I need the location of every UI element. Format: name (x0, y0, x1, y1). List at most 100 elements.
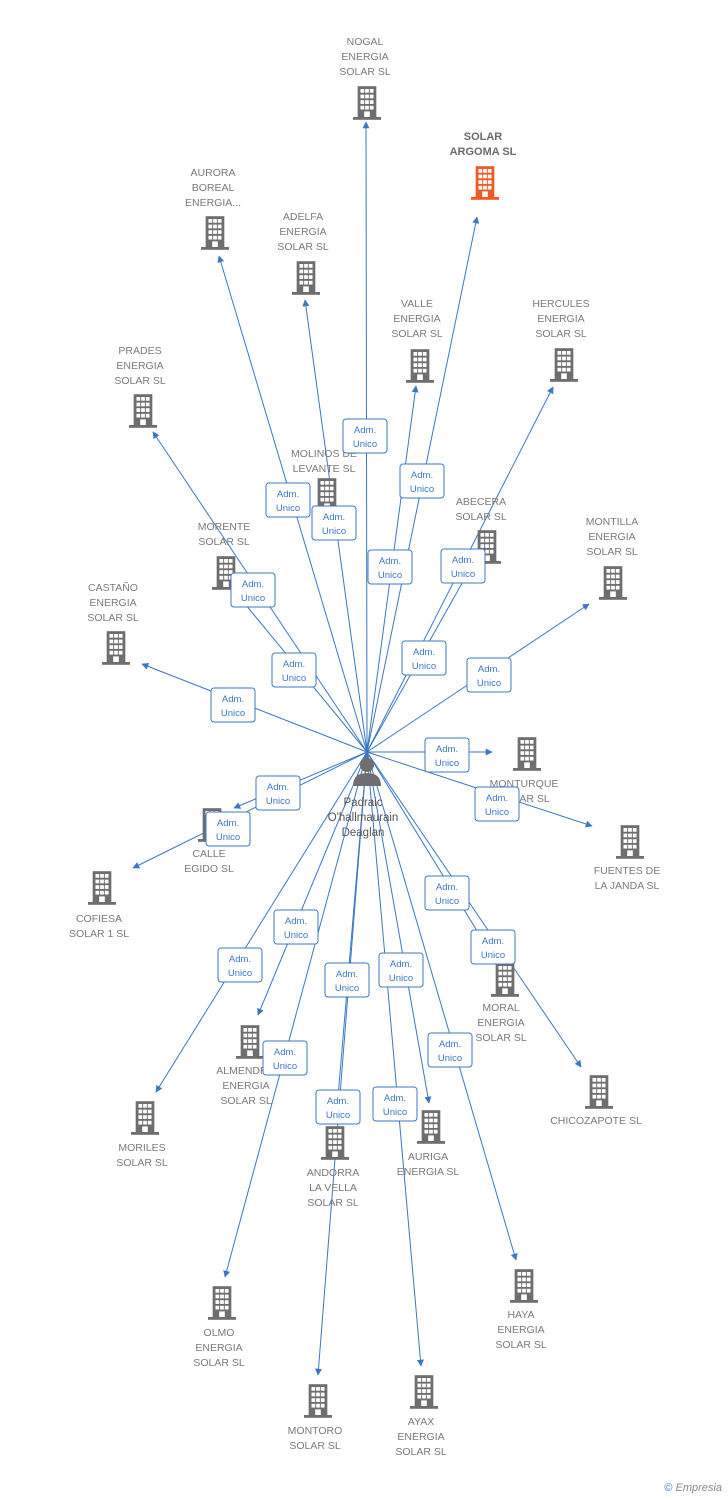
company-name: MONTILLA (586, 516, 639, 528)
relation-label-morente[interactable]: Adm.Unico (271, 652, 317, 688)
relation-label-text: Adm. (478, 664, 500, 675)
relation-label-text: Unico (451, 569, 475, 580)
company-name: CASTAÑO (88, 581, 138, 594)
relation-label-text: Adm. (452, 555, 474, 566)
relation-label-box (315, 1089, 361, 1125)
relation-label-moriles[interactable]: Adm.Unico (217, 947, 263, 983)
company-name: SOLAR SL (289, 1440, 341, 1452)
relation-label-auriga[interactable]: Adm.Unico (378, 952, 424, 988)
relation-label-moral[interactable]: Adm. Unico (424, 875, 470, 911)
relation-label-solar-argoma[interactable]: Adm.Unico (399, 463, 445, 499)
company-name: MONTORO (288, 1425, 343, 1437)
company-name: LA JANDA SL (595, 880, 660, 892)
company-node-montoro[interactable]: MONTORO SOLAR SL (288, 1384, 343, 1452)
relation-label-adelfa[interactable]: Adm.Unico (311, 505, 357, 541)
relation-label-valle[interactable]: Adm.Unico (367, 549, 413, 585)
company-node-aurora[interactable]: AURORABOREALENERGIA... (185, 167, 241, 250)
relation-label-text: Unico (435, 896, 459, 907)
copyright-notice[interactable]: © Empresia (664, 1482, 722, 1494)
relation-label-olmo[interactable]: Adm.Unico (262, 1040, 308, 1076)
relation-label-monturque[interactable]: Adm.Unico (424, 737, 470, 773)
relation-label-hercules[interactable]: Adm. Unico (440, 548, 486, 584)
company-name: AURORA (191, 167, 236, 179)
company-name: SOLAR (464, 131, 503, 143)
company-node-prades[interactable]: PRADES ENERGIA SOLAR SL (114, 345, 166, 428)
company-name: SOLAR SL (455, 511, 507, 523)
relation-label-text: Unico (241, 593, 265, 604)
relation-label-box (262, 1040, 308, 1076)
company-name: SOLAR SL (495, 1339, 547, 1351)
relation-label-haya[interactable]: Adm.Unico (427, 1032, 473, 1068)
relation-label-box (265, 482, 311, 518)
relation-label-fuentes[interactable]: Adm.Unico (474, 786, 520, 822)
relation-label-prades[interactable]: Adm. Unico (230, 572, 276, 608)
building-icon (491, 963, 519, 997)
relation-label-text: Adm. (285, 916, 307, 927)
relation-label-montilla[interactable]: Adm.Unico (466, 657, 512, 693)
relation-label-calle-egido[interactable]: Adm.Unico (255, 775, 301, 811)
person-icon (353, 758, 381, 786)
edge-olmo (223, 751, 368, 1278)
relation-label-chicozapote[interactable]: Adm.Unico (470, 929, 516, 965)
relation-label-box (401, 640, 447, 676)
company-name: ENERGIA (588, 531, 635, 543)
edge-moral (366, 751, 496, 961)
company-name: ENERGIA (116, 360, 163, 372)
relation-label-abecera[interactable]: Adm.Unico (401, 640, 447, 676)
person-name: Deaglan (342, 827, 385, 839)
company-name: PRADES (118, 345, 161, 357)
company-node-chicozapote[interactable]: CHICOZAPOTE SL (550, 1075, 642, 1127)
company-name: SOLAR SL (114, 375, 166, 387)
company-name: OLMO (204, 1327, 235, 1339)
company-name: ENERGIA (195, 1342, 242, 1354)
company-name: ALMENDRO (216, 1065, 276, 1077)
relation-label-ayax[interactable]: Adm.Unico (372, 1086, 418, 1122)
relation-label-montoro[interactable]: Adm.Unico (315, 1089, 361, 1125)
relation-label-text: Unico (485, 807, 509, 818)
relation-label-text: Unico (216, 832, 240, 843)
company-name: ENERGIA (497, 1324, 544, 1336)
relation-label-text: Adm. (436, 882, 458, 893)
relation-label-cofiesa[interactable]: Adm.Unico (205, 811, 251, 847)
company-name: ENERGIA (89, 597, 136, 609)
relation-label-box (424, 737, 470, 773)
relation-label-castano[interactable]: Adm.Unico (210, 687, 256, 723)
company-name: LA VELLA (309, 1182, 357, 1194)
edge-auriga (366, 751, 432, 1104)
building-icon (201, 216, 229, 250)
relation-label-aurora[interactable]: Adm.Unico (265, 482, 311, 518)
relation-label-box (273, 909, 319, 945)
building-icon (406, 349, 434, 383)
relation-label-andorra[interactable]: Adm.Unico (324, 962, 370, 998)
relation-label-box (427, 1032, 473, 1068)
relation-label-text: Adm. (242, 579, 264, 590)
relation-label-box (470, 929, 516, 965)
relation-label-text: Adm. (411, 470, 433, 481)
relation-label-almendro[interactable]: Adm.Unico (273, 909, 319, 945)
edge-ayax (366, 751, 424, 1367)
building-icon (129, 394, 157, 428)
relation-label-nogal[interactable]: Adm.Unico (342, 418, 388, 454)
